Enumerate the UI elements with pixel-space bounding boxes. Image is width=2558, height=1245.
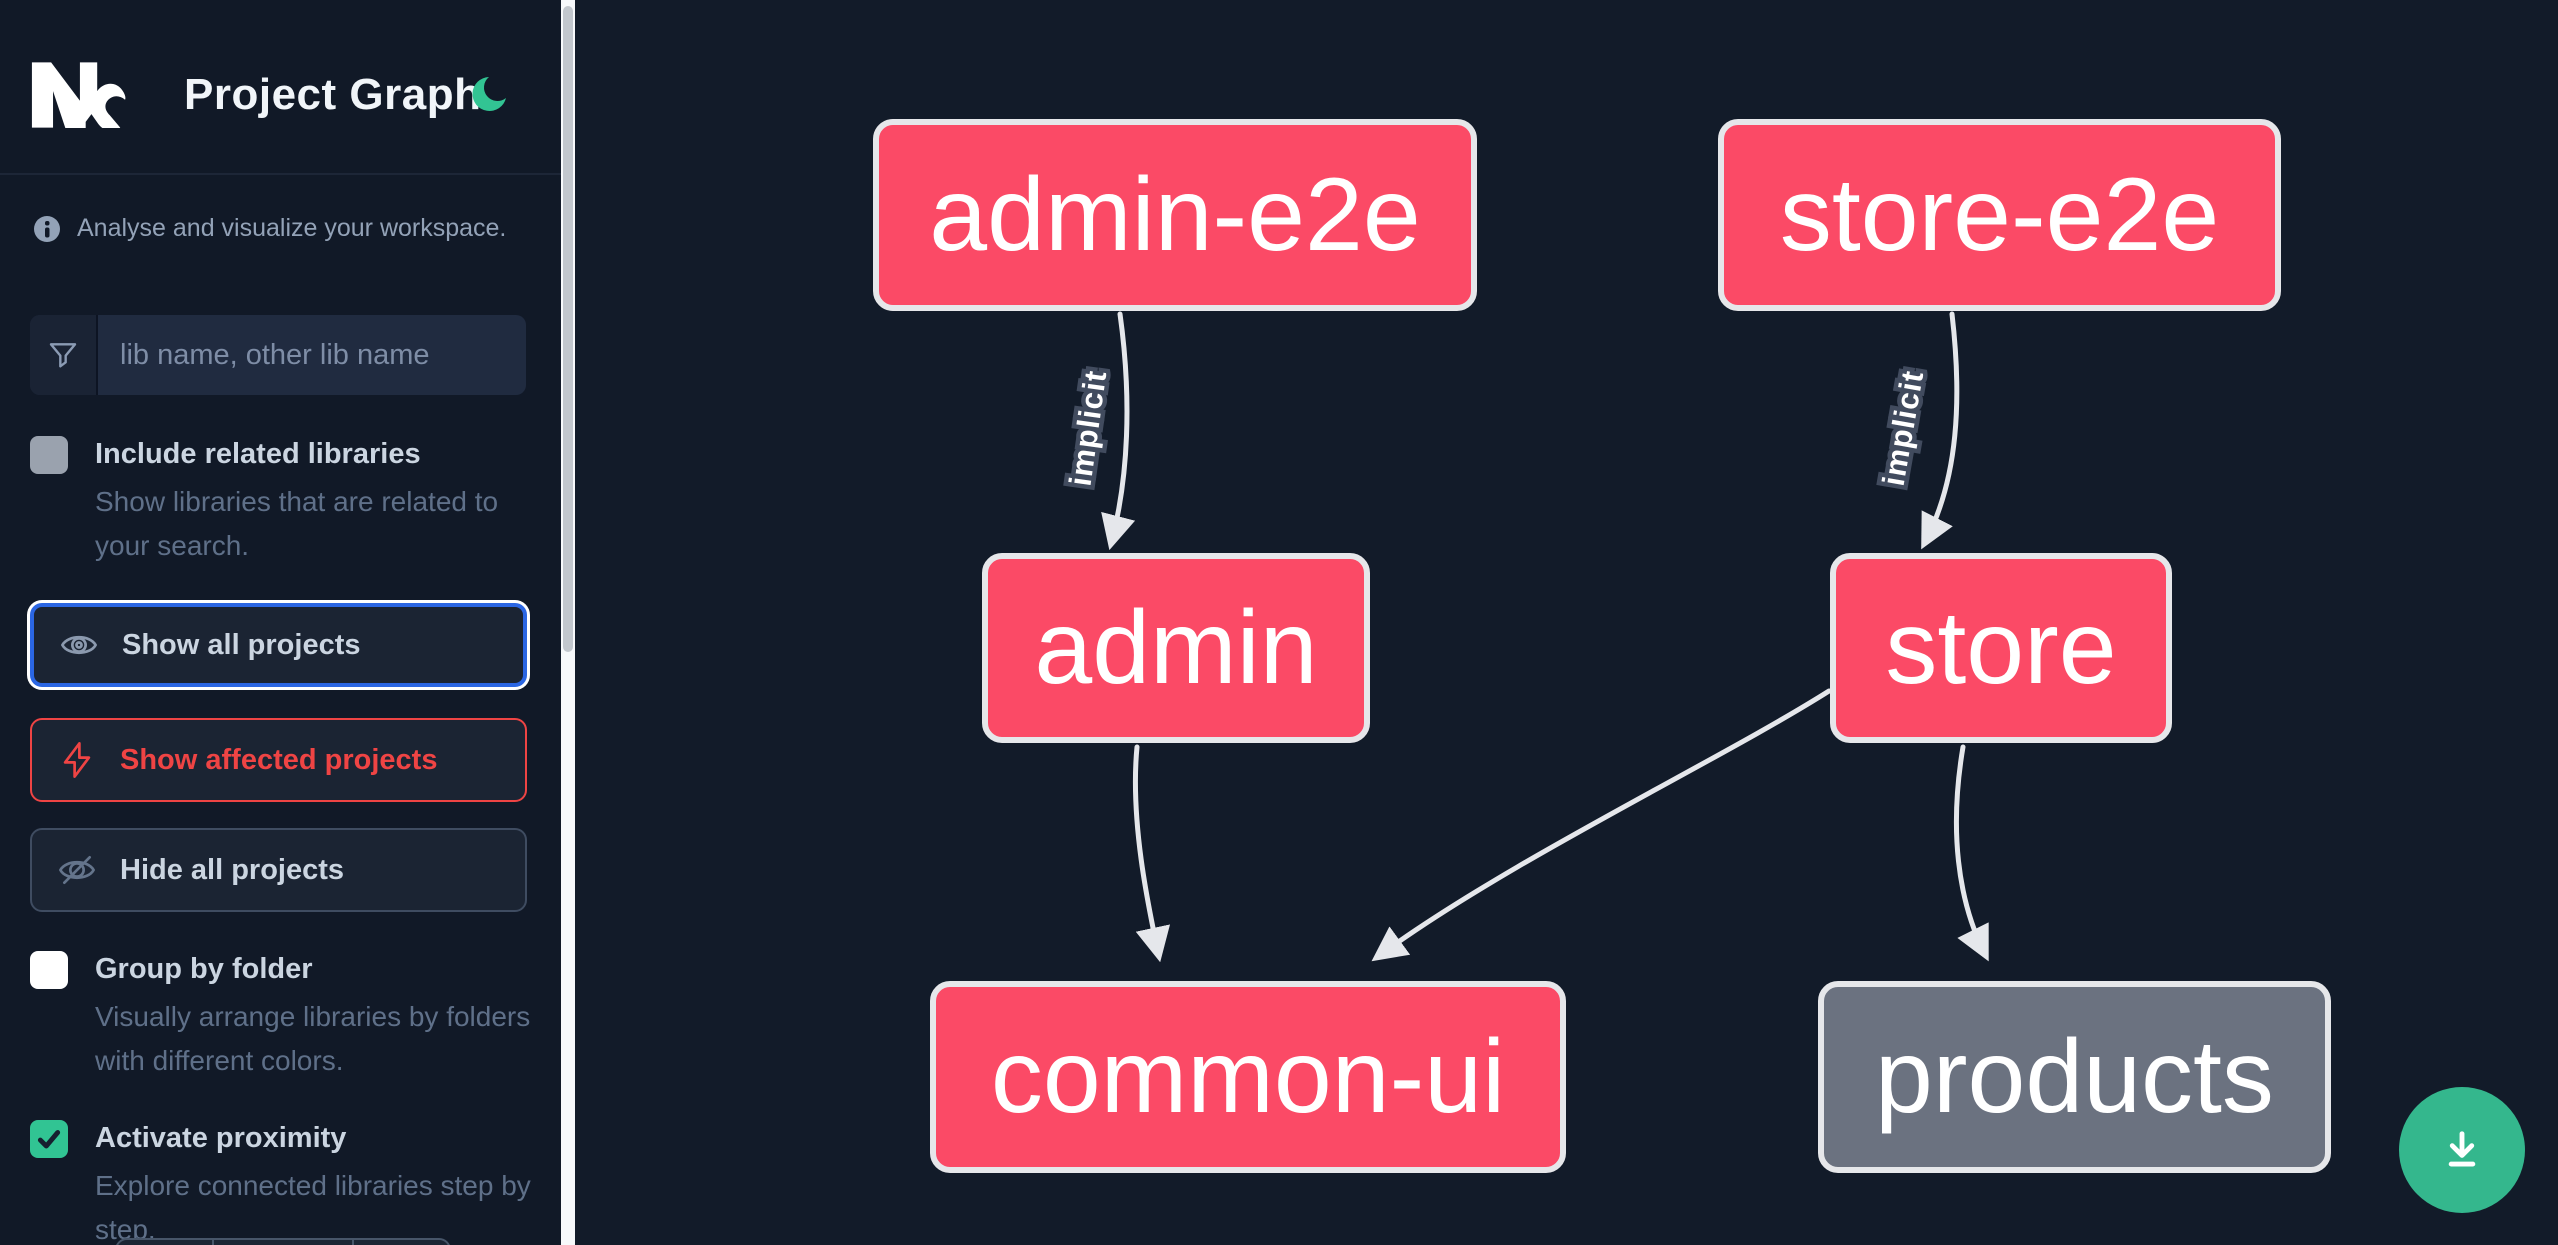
info-row: Analyse and visualize your workspace. [33,214,506,243]
node-label: admin-e2e [929,156,1421,273]
edge-store-common-ui [1371,688,1832,962]
toggle-label: Group by folder [95,953,313,985]
info-text: Analyse and visualize your workspace. [77,214,507,242]
toggle-description: Show libraries that are related to your … [95,486,499,561]
node-label: store [1885,589,2117,706]
group-by-folder-checkbox[interactable] [30,951,68,989]
show-affected-projects-button[interactable]: Show affected projects [30,718,527,802]
segment-divider [212,1240,214,1245]
edge-store-e2e-store [1921,311,1960,550]
show-all-projects-button[interactable]: Show all projects [30,603,527,687]
info-icon [34,215,60,242]
button-label: Show all projects [122,628,361,661]
node-label: common-ui [990,1018,1506,1135]
graph-node-admin-e2e[interactable]: admin-e2e [873,119,1477,311]
node-label: admin [1034,589,1318,706]
graph-canvas[interactable]: implicit implicit admin-e2e store-e2e ad… [575,0,2558,1245]
edge-admin-common-ui [1132,744,1171,963]
edge-store-products [1953,744,1989,962]
search-box [30,315,526,395]
hide-all-projects-button[interactable]: Hide all projects [30,828,527,912]
sidebar: Project Graph Analyse and visualize your… [0,0,575,1245]
download-image-button[interactable] [2399,1087,2525,1213]
theme-toggle-button[interactable] [466,72,514,120]
segment-divider [352,1240,354,1245]
sidebar-scrollbar-thumb[interactable] [563,6,573,652]
toggle-label: Include related libraries [95,438,421,470]
search-input[interactable] [98,315,526,395]
page-title: Project Graph [184,70,482,119]
graph-node-common-ui[interactable]: common-ui [930,981,1566,1173]
activate-proximity-checkbox[interactable] [30,1120,68,1158]
bolt-icon [63,742,91,778]
button-label: Hide all projects [120,853,345,886]
graph-node-admin[interactable]: admin [982,553,1370,743]
button-label: Show affected projects [120,743,438,776]
nx-logo [31,62,126,128]
proximity-depth-control[interactable] [115,1238,451,1245]
toggle-description: Explore connected libraries step by step… [95,1170,531,1245]
header-divider [0,173,561,175]
edge-label-implicit: implicit [1063,368,1114,488]
graph-node-products[interactable]: products [1818,981,2331,1173]
download-icon [2448,1131,2476,1167]
toggle-description: Visually arrange libraries by folders wi… [95,1001,531,1076]
node-label: products [1875,1018,2274,1135]
node-label: store-e2e [1779,156,2220,273]
graph-node-store-e2e[interactable]: store-e2e [1718,119,2281,311]
check-icon [37,1130,61,1149]
eye-icon [61,635,97,655]
toggle-label: Activate proximity [95,1122,347,1154]
edge-label-implicit: implicit [1876,368,1931,489]
edge-admin-e2e-admin [1101,311,1136,551]
filter-icon [30,315,98,395]
graph-node-store[interactable]: store [1830,553,2172,743]
moon-icon [472,76,506,111]
include-related-checkbox[interactable] [30,436,68,474]
eye-off-icon [59,855,95,885]
